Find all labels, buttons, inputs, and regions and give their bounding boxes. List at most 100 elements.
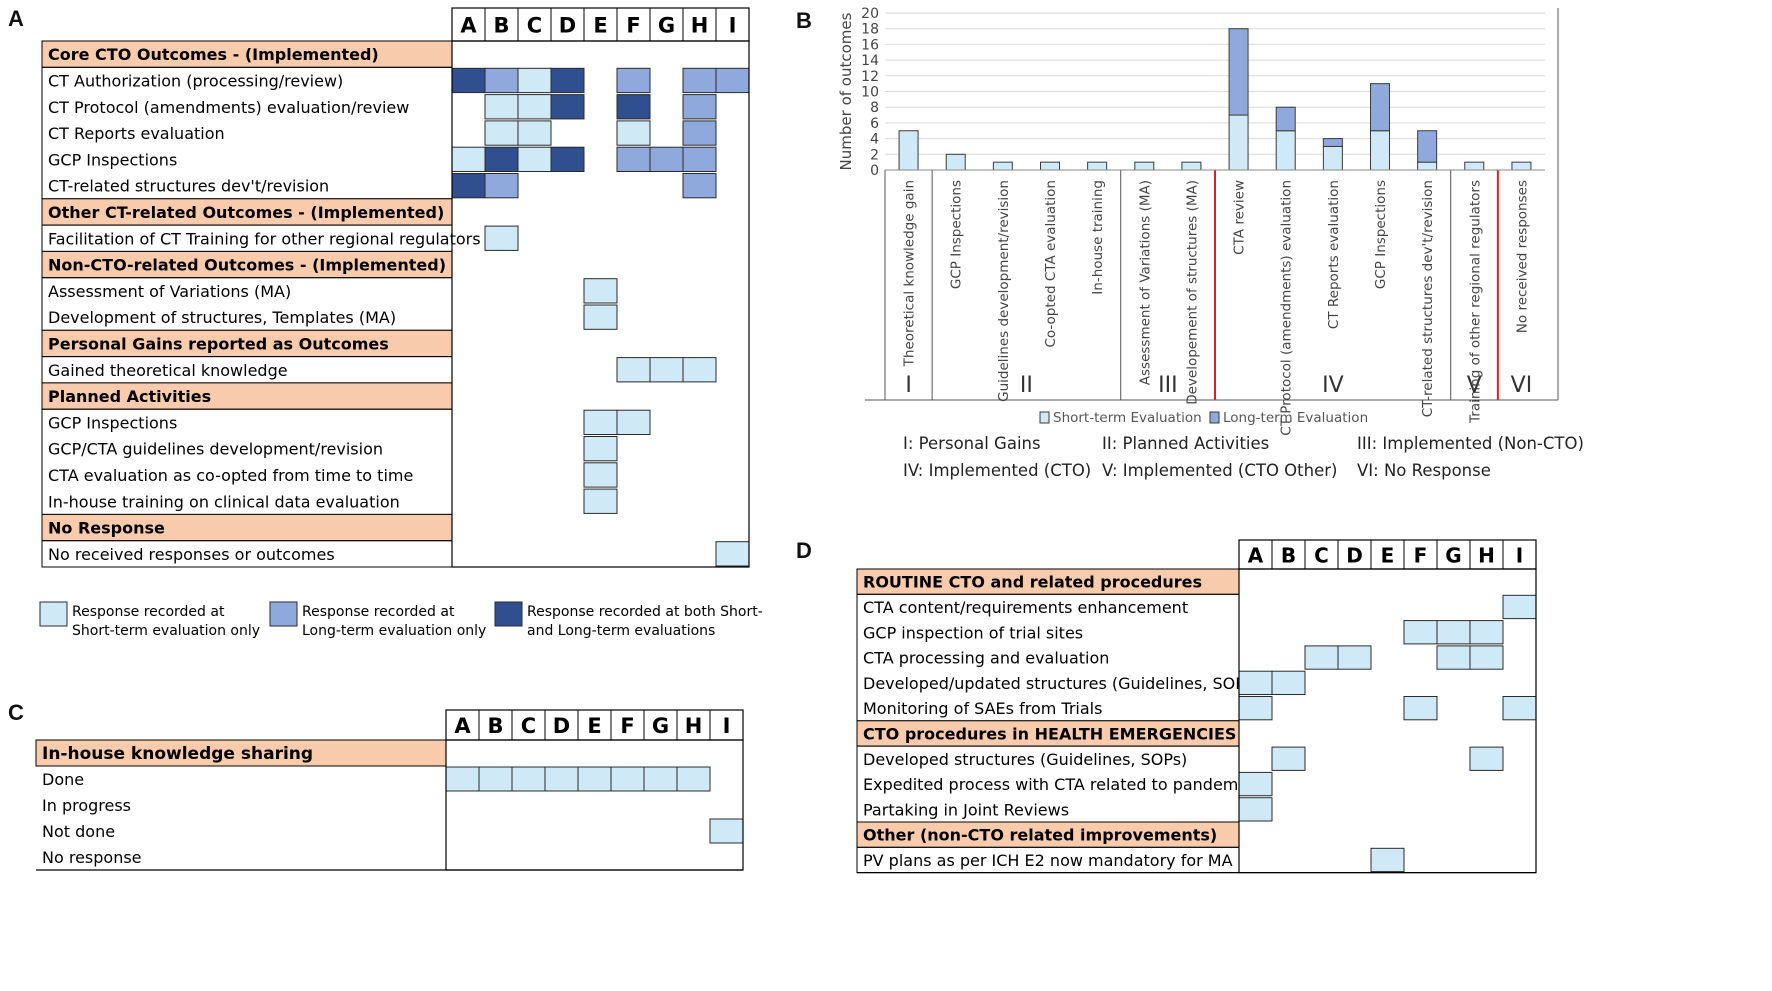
column-header-label: A [460,14,477,38]
response-cell [550,67,585,94]
column-header-label: C [1314,544,1329,568]
section-header-label: Other (non-CTO related improvements) [863,826,1217,845]
category-label: GCP Inspections [1373,180,1389,289]
column-header-label: E [593,14,607,38]
y-tick-label: 6 [870,116,879,132]
group-key-label: V: Implemented (CTO Other) [1102,461,1337,480]
row-label: GCP/CTA guidelines development/revision [48,440,383,459]
response-cell [1502,696,1537,721]
row-label: CT-related structures dev't/revision [48,177,329,196]
category-label: No received responses [1514,180,1530,333]
row-label: Assessment of Variations (MA) [48,282,291,301]
column-header-box [451,7,750,42]
response-cell [484,67,519,94]
response-cell [1436,645,1471,670]
column-header-label: D [553,714,570,738]
column-header-label: C [521,714,536,738]
section-header-cell [856,821,1240,848]
response-cell [682,94,717,120]
section-header-cell [856,720,1240,747]
panel-d-letter: D [796,538,812,563]
legend-swatch [269,601,298,627]
legend-swatch [1039,411,1050,424]
section-header-cell [41,513,453,542]
row-label: CTA processing and evaluation [863,649,1109,668]
legend-label: Response recorded at [72,604,225,620]
response-cell [1271,746,1306,771]
section-header-label: ROUTINE CTO and related procedures [863,573,1202,592]
bar-long-term [1275,106,1296,132]
legend-label: Short-term evaluation only [72,623,260,639]
row-label: Development of structures, Templates (MA… [48,308,396,327]
row-label: Not done [42,822,115,841]
row-label: PV plans as per ICH E2 now mandatory for… [863,851,1233,870]
response-cell [1238,771,1273,797]
response-cell [1469,645,1504,670]
group-label: V [1467,373,1482,398]
category-label: GCP Inspections [949,180,965,289]
column-header-label: B [1281,544,1296,568]
grid-frame [451,40,750,568]
row-label: Monitoring of SAEs from Trials [863,699,1102,718]
response-cell [616,120,651,146]
section-header-label: Other CT-related Outcomes - (Implemented… [48,203,444,222]
column-header-label: H [691,14,709,38]
response-cell [1502,594,1537,620]
response-cell [649,357,684,383]
panel-c-letter: C [8,700,24,725]
column-header-label: G [652,714,669,738]
response-cell [1337,645,1372,670]
column-header-label: F [1414,544,1428,568]
response-cell [616,409,651,436]
y-tick-label: 12 [861,69,879,85]
bar-long-term [1228,28,1249,116]
section-header-cell [41,40,453,68]
legend-swatch [1209,411,1220,424]
category-label: Developement of structures (MA) [1184,180,1200,405]
response-cell [682,357,717,383]
response-cell [715,67,750,94]
group-key-label: III: Implemented (Non-CTO) [1357,434,1584,453]
column-header-label: A [454,714,471,738]
response-cell [484,173,519,199]
response-cell [1403,620,1438,645]
section-header-label: Non-CTO-related Outcomes - (Implemented) [48,256,446,275]
y-tick-label: 18 [861,22,879,38]
response-cell [484,94,519,120]
column-header-label: I [729,14,737,38]
legend-swatch [494,601,523,627]
section-header-cell [35,739,447,767]
y-tick-label: 4 [870,132,879,148]
column-header-label: A [1248,544,1264,568]
row-label: Partaking in Joint Reviews [863,800,1069,819]
response-cell [550,94,585,120]
y-tick-label: 20 [861,6,879,22]
response-cell [583,278,618,304]
column-header-label: B [493,14,509,38]
group-label: III [1158,373,1177,398]
response-cell [1304,645,1339,670]
column-header-label: C [527,14,542,38]
response-cell [1238,797,1273,822]
y-tick-label: 10 [861,85,879,101]
column-header-label: E [587,714,601,738]
y-tick-label: 8 [870,100,879,116]
group-label: II [1020,373,1033,398]
response-cell [517,67,552,94]
response-cell [1370,847,1405,873]
group-label: I [905,373,912,398]
row-label: CTA evaluation as co-opted from time to … [48,466,413,485]
column-header-label: D [1346,544,1363,568]
response-cell [451,67,486,94]
y-tick-label: 0 [870,163,879,179]
column-header-label: G [658,14,675,38]
response-cell [544,766,579,792]
response-cell [1238,670,1273,696]
row-label: Expedited process with CTA related to pa… [863,775,1260,794]
group-label: IV [1322,373,1344,398]
panel-a-letter: A [8,6,24,31]
response-cell [550,146,585,172]
